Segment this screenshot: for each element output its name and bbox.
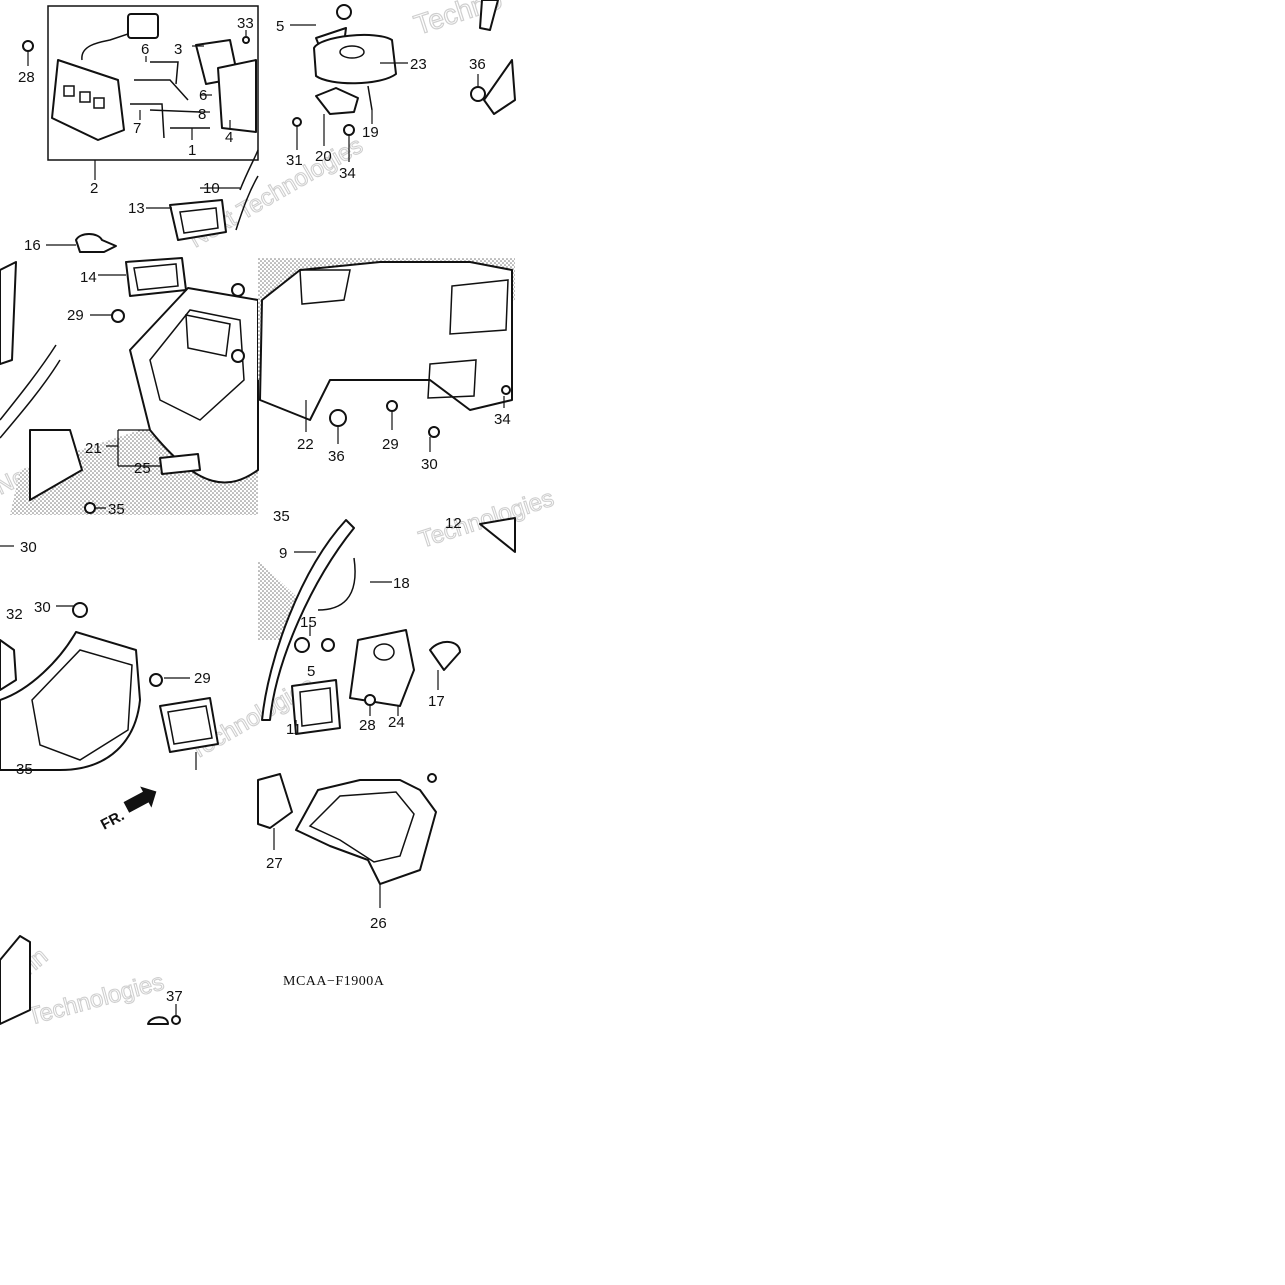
grommet-36 (329, 409, 347, 427)
callout-label: 29 (382, 436, 399, 453)
callout-label: 30 (34, 599, 51, 616)
lower-cover-26 (295, 779, 437, 885)
callout-label: 11 (286, 721, 302, 738)
callout-label: 9 (279, 545, 287, 562)
switch-panel (217, 59, 257, 133)
callout-label: 1 (188, 142, 196, 159)
tile-inner-panel-lower (0, 545, 219, 813)
clip-16 (75, 233, 117, 253)
callout-label: 16 (24, 237, 41, 254)
part-37 (147, 1016, 169, 1025)
tile-rail-ignition (258, 517, 516, 735)
inner-panel-lower (0, 631, 141, 771)
callout-label: 25 (134, 460, 151, 477)
callout-label: 5 (276, 18, 284, 35)
callout-label: 6 (141, 41, 149, 58)
callout-label: 20 (315, 148, 332, 165)
callout-label: 8 (198, 106, 206, 123)
callout-label: 29 (194, 670, 211, 687)
callout-label: 21 (85, 440, 102, 457)
edge-12 (479, 517, 516, 553)
panel-edge-left (0, 261, 17, 365)
callout-label: 30 (421, 456, 438, 473)
callout-label: 32 (6, 606, 23, 623)
callout-label: 36 (328, 448, 345, 465)
inner-panel-21 (129, 287, 259, 484)
watermark-text: Technologies (25, 968, 167, 1030)
assembly-box (47, 5, 259, 161)
callout-label: 28 (359, 717, 376, 734)
callout-label: 5 (307, 663, 315, 680)
cover-24 (349, 629, 415, 707)
callout-label: 37 (166, 988, 183, 1005)
callout-label: 35 (273, 508, 290, 525)
callout-label: 10 (203, 180, 220, 197)
callout-label: 6 (199, 87, 207, 104)
callout-label: 26 (370, 915, 387, 932)
tile-switch-assembly (22, 5, 259, 253)
callout-label: 4 (225, 129, 233, 146)
callout-label: 14 (80, 269, 97, 286)
drawing-code: MCAA−F1900A (283, 974, 385, 989)
grommet-36 (470, 86, 486, 102)
tile-bracket-lid (290, 0, 516, 162)
direction-arrow (123, 786, 157, 813)
callout-label: 33 (237, 15, 254, 32)
callout-label: 35 (16, 761, 33, 778)
direction-marker: FR. (98, 807, 127, 833)
callout-label: 24 (388, 714, 405, 731)
lower-panel-edge (0, 935, 31, 1025)
tile-lower-covers (257, 773, 437, 908)
callout-label: 15 (300, 614, 317, 631)
vent-25 (159, 453, 201, 475)
callout-label: 34 (494, 411, 511, 428)
callout-label: 31 (286, 152, 303, 169)
callout-label: 29 (67, 307, 84, 324)
callout-label: 35 (108, 501, 125, 518)
vent-11 (291, 679, 341, 735)
callout-labels: 28 6 3 33 6 8 7 1 4 2 10 13 16 5 23 36 1… (6, 15, 511, 1005)
ignition-switch (294, 637, 310, 653)
callout-label: 7 (133, 120, 141, 137)
panel-piece (29, 429, 83, 501)
callout-label: 27 (266, 855, 283, 872)
callout-label: 2 (90, 180, 98, 197)
rail-edge (479, 0, 499, 31)
callout-label: 13 (128, 200, 145, 217)
connector (127, 13, 159, 39)
callout-label: 3 (174, 41, 182, 58)
callout-label: 28 (18, 69, 35, 86)
switch-housing (51, 59, 125, 141)
tile-inner-panel-left (0, 257, 259, 515)
lid-23 (313, 34, 397, 85)
callout-label: 19 (362, 124, 379, 141)
bracket-edge (483, 59, 516, 115)
callout-label: 34 (339, 165, 356, 182)
lower-cover-27 (257, 773, 293, 829)
callout-label: 18 (393, 575, 410, 592)
tile-bottom-left (0, 935, 181, 1025)
tile-center-cover (258, 258, 515, 452)
callout-label: 12 (445, 515, 462, 532)
callout-label: 30 (20, 539, 37, 556)
callout-label: 23 (410, 56, 427, 73)
bracket-17 (429, 641, 461, 671)
callout-label: 17 (428, 693, 445, 710)
callout-label: 22 (297, 436, 314, 453)
bracket-20 (315, 87, 359, 115)
watermark-text: Technologies (416, 485, 558, 554)
callout-label: 36 (469, 56, 486, 73)
rail-9 (261, 519, 355, 721)
